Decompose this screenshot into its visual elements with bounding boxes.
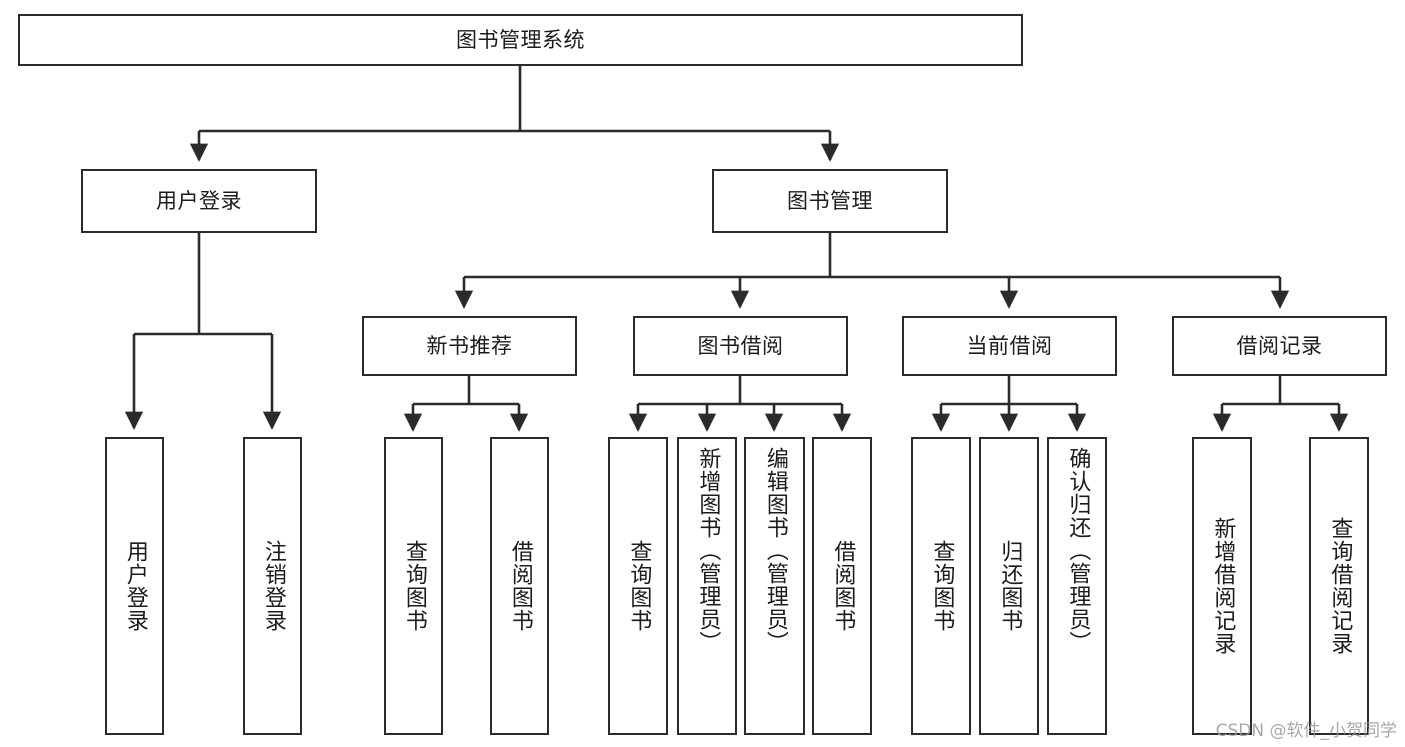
node-leaf-bb-add-book-label: 新增图书（管理员） xyxy=(695,447,721,654)
node-new-book-recommend[interactable]: 新书推荐 xyxy=(362,316,577,376)
node-book-manage[interactable]: 图书管理 xyxy=(712,169,948,233)
node-book-borrow[interactable]: 图书借阅 xyxy=(633,316,848,376)
node-leaf-nb-query-book-label: 查询图书 xyxy=(401,540,427,632)
node-leaf-bb-borrow-book[interactable]: 借阅图书 xyxy=(812,437,872,735)
node-user-login[interactable]: 用户登录 xyxy=(81,169,317,233)
node-leaf-bb-query-book-label: 查询图书 xyxy=(626,540,652,632)
node-leaf-br-add-record[interactable]: 新增借阅记录 xyxy=(1192,437,1252,735)
node-leaf-bb-borrow-book-label: 借阅图书 xyxy=(830,540,856,632)
watermark: CSDN @软件_小贺同学 xyxy=(1215,721,1397,741)
node-leaf-cb-query-book-label: 查询图书 xyxy=(929,540,955,632)
node-book-borrow-label: 图书借阅 xyxy=(697,333,784,358)
node-current-borrow[interactable]: 当前借阅 xyxy=(902,316,1117,376)
node-root[interactable]: 图书管理系统 xyxy=(18,14,1023,66)
node-leaf-cb-return-book[interactable]: 归还图书 xyxy=(979,437,1039,735)
node-leaf-bb-edit-book[interactable]: 编辑图书（管理员） xyxy=(744,437,805,735)
node-book-manage-label: 图书管理 xyxy=(787,188,873,213)
node-leaf-bb-edit-book-label: 编辑图书（管理员） xyxy=(762,447,788,654)
node-leaf-logout[interactable]: 注销登录 xyxy=(243,437,302,735)
node-leaf-cb-confirm-return[interactable]: 确认归还（管理员） xyxy=(1047,437,1107,735)
node-leaf-br-add-record-label: 新增借阅记录 xyxy=(1210,517,1236,655)
node-leaf-nb-query-book[interactable]: 查询图书 xyxy=(384,437,443,735)
node-root-label: 图书管理系统 xyxy=(456,27,585,52)
node-borrow-record[interactable]: 借阅记录 xyxy=(1172,316,1387,376)
node-leaf-user-login-label: 用户登录 xyxy=(122,540,148,632)
node-leaf-nb-borrow-book-label: 借阅图书 xyxy=(507,540,533,632)
node-leaf-nb-borrow-book[interactable]: 借阅图书 xyxy=(490,437,549,735)
node-leaf-user-login[interactable]: 用户登录 xyxy=(105,437,164,735)
node-leaf-logout-label: 注销登录 xyxy=(260,540,286,632)
node-current-borrow-label: 当前借阅 xyxy=(966,333,1053,358)
node-leaf-cb-query-book[interactable]: 查询图书 xyxy=(911,437,971,735)
node-new-book-recommend-label: 新书推荐 xyxy=(426,333,513,358)
node-leaf-cb-return-book-label: 归还图书 xyxy=(997,540,1023,632)
node-leaf-cb-confirm-return-label: 确认归还（管理员） xyxy=(1065,447,1091,654)
node-leaf-br-query-record[interactable]: 查询借阅记录 xyxy=(1309,437,1369,735)
node-user-login-label: 用户登录 xyxy=(156,188,242,213)
node-borrow-record-label: 借阅记录 xyxy=(1236,333,1323,358)
node-leaf-bb-add-book[interactable]: 新增图书（管理员） xyxy=(677,437,737,735)
node-leaf-br-query-record-label: 查询借阅记录 xyxy=(1327,517,1353,655)
node-leaf-bb-query-book[interactable]: 查询图书 xyxy=(608,437,668,735)
